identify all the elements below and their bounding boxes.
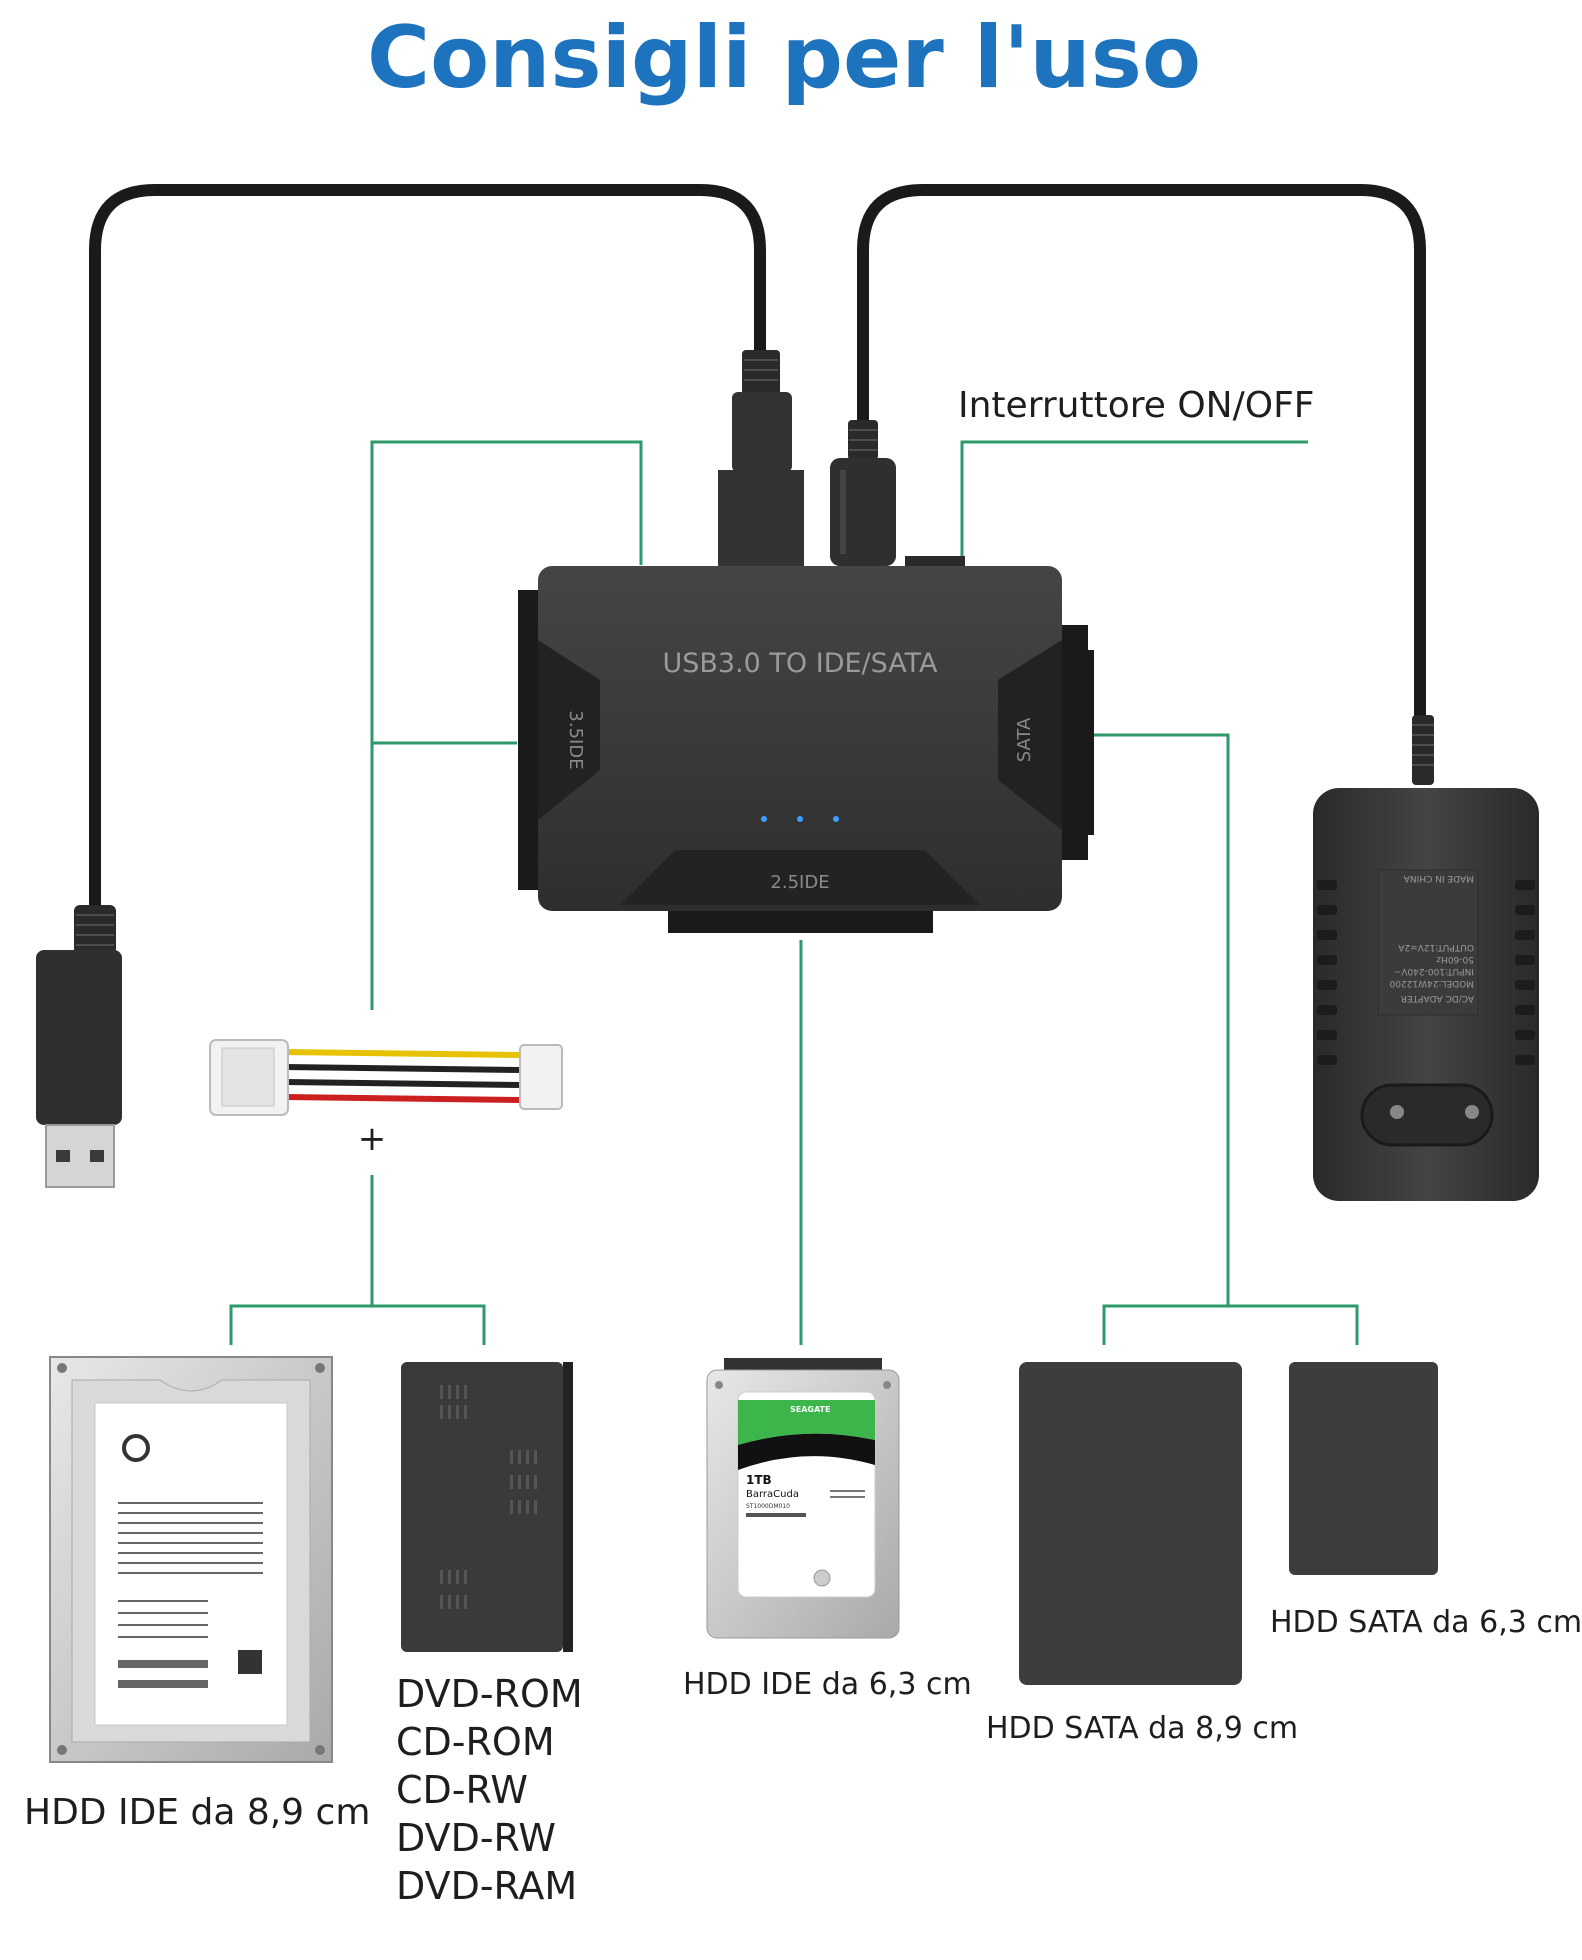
port-label-bottom: 2.5IDE [770,872,829,893]
optical-drive [401,1362,573,1652]
port-label-left: 3.5IDE [565,710,586,769]
dc-plug [830,420,896,566]
option-dvd-rw: DVD-RW [396,1816,556,1860]
hdd-sata-2-5 [1289,1362,1438,1575]
led-indicator [797,816,803,822]
switch-label: Interruttore ON/OFF [958,385,1315,426]
optical-drive-options: DVD-ROM CD-ROM CD-RW DVD-RW DVD-RAM [396,1670,583,1910]
usb-plug-top [718,350,804,568]
hdd-sata-3-5 [1019,1362,1242,1685]
led-indicator [761,816,767,822]
port-label-right: SATA [1014,717,1035,762]
usb-cable [89,184,766,916]
adapter-text-line: MADE IN CHINA [1403,873,1474,883]
option-cd-rom: CD-ROM [396,1720,555,1764]
adapter-text-line: MODEL:24W12200 [1389,978,1474,988]
option-cd-rw: CD-RW [396,1768,528,1812]
adapter-text-line: 50-60Hz [1436,954,1474,964]
led-indicator [833,816,839,822]
hdd-ide-2-5: SEAGATE 1TB BarraCuda ST1000DM010 [706,1358,900,1639]
adapter-text-line: INPUT:100-240V~ [1394,966,1474,976]
hdd-ide-3-5 [49,1356,333,1763]
hdd-sata-2-5-label: HDD SATA da 6,3 cm [1270,1605,1582,1640]
adapter-text-line: OUTPUT:12V=2A [1397,942,1474,952]
usb-a-plug [36,905,122,1188]
hdd-sata-3-5-label: HDD SATA da 8,9 cm [986,1711,1299,1746]
molex-power-cable [209,1039,563,1116]
adapter-text-line: AC/DC ADAPTER [1401,993,1474,1003]
option-dvd-ram: DVD-RAM [396,1864,578,1908]
hdd-capacity: 1TB [746,1473,772,1487]
hdd-ide-3-5-label: HDD IDE da 8,9 cm [24,1792,371,1833]
option-dvd-rom: DVD-ROM [396,1672,583,1716]
hdd-part: ST1000DM010 [746,1503,790,1510]
page-title: Consigli per l'uso [366,8,1202,108]
plus-sign: + [358,1119,387,1159]
eu-plug [1360,1083,1494,1147]
power-adapter: AC/DC ADAPTER MODEL:24W12200 INPUT:100-2… [1313,715,1539,1201]
usb-ide-sata-adapter: USB3.0 TO IDE/SATA 3.5IDE SATA 2.5IDE [518,556,1094,933]
hdd-ide-2-5-label: HDD IDE da 6,3 cm [683,1667,972,1702]
adapter-label: USB3.0 TO IDE/SATA [662,648,938,679]
hdd-model: BarraCuda [746,1489,799,1500]
connector-lines [229,440,1359,1345]
hdd-brand: SEAGATE [790,1405,830,1414]
power-cable [857,184,1426,741]
